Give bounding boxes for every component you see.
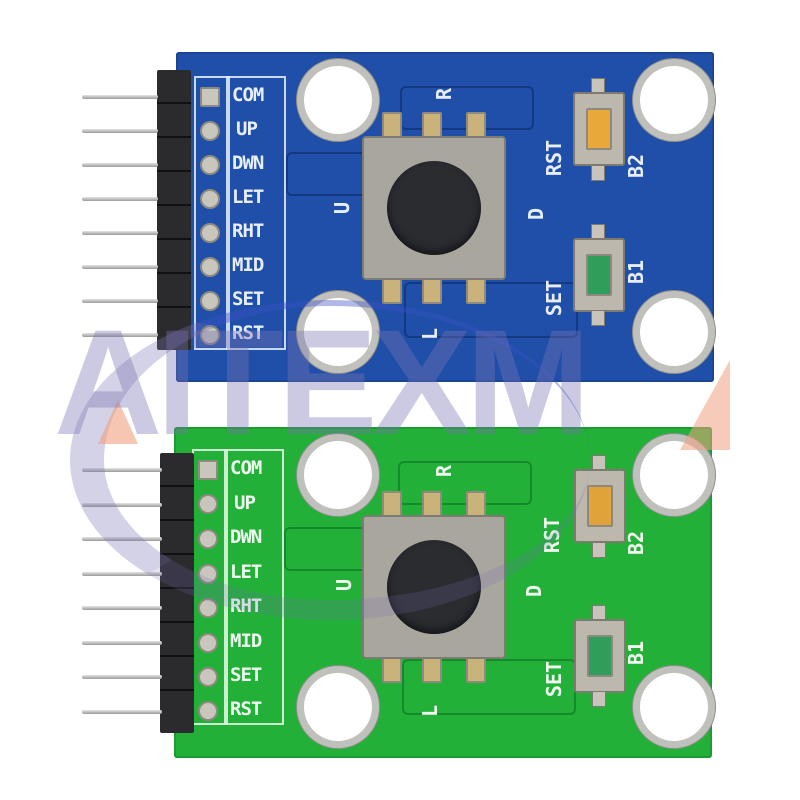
pin-pad-dwn (200, 155, 220, 175)
pin-label: COM (232, 84, 264, 106)
header-pin (82, 231, 158, 235)
mounting-hole (640, 673, 708, 741)
b1-label: B1 (624, 640, 649, 666)
mounting-hole (640, 298, 708, 366)
set-label: SET (542, 660, 567, 698)
pin-label: RST (230, 698, 262, 720)
pin-pad-set (200, 291, 220, 311)
pin-pad-rst (198, 701, 218, 721)
set-button[interactable] (574, 619, 626, 693)
rst-label: RST (542, 139, 567, 177)
joystick-knob[interactable] (387, 161, 481, 255)
rst-button[interactable] (573, 92, 625, 166)
direction-label-down: D (524, 207, 549, 221)
header-pin (82, 675, 162, 679)
header-pin (82, 572, 162, 576)
header-pin (82, 333, 158, 337)
direction-label-right: R (432, 87, 457, 101)
header-pin (82, 95, 158, 99)
watermark-text: AITEXM (54, 298, 591, 466)
pin-pad-mid (200, 257, 220, 277)
header-pin (82, 299, 158, 303)
b2-label: B2 (624, 530, 649, 556)
mounting-hole (304, 673, 372, 741)
header-pin (82, 197, 158, 201)
pin-pad-let (200, 189, 220, 209)
pin-pad-mid (198, 633, 218, 653)
five-way-navigation-switch[interactable] (362, 136, 506, 280)
mounting-hole (640, 441, 708, 509)
rst-button-cap[interactable] (586, 108, 612, 150)
set-button[interactable] (573, 238, 625, 312)
pin-label: RHT (232, 220, 264, 242)
button-pin (591, 310, 605, 326)
pin-pad-com (200, 87, 220, 107)
button-pin (591, 165, 605, 181)
header-pin (82, 641, 162, 645)
direction-label-left: L (418, 704, 443, 718)
button-pin (592, 691, 606, 707)
header-pin (82, 265, 158, 269)
button-pin (592, 542, 606, 558)
pin-label: UP (236, 118, 258, 140)
pin-label: MID (230, 630, 262, 652)
pin-label: MID (232, 254, 264, 276)
set-button-cap[interactable] (587, 635, 613, 677)
pin-label: DWN (232, 152, 264, 174)
pin-pad-set (198, 667, 218, 687)
pin-label: SET (232, 288, 264, 310)
mounting-hole (304, 66, 372, 134)
watermark-accent-triangle-icon (680, 360, 730, 450)
direction-label-down: D (522, 584, 547, 598)
direction-label-up: U (330, 201, 355, 215)
header-pin (82, 163, 158, 167)
pin-header-blue (157, 70, 191, 350)
header-pin (82, 606, 162, 610)
b2-label: B2 (624, 153, 649, 179)
pin-label: LET (232, 186, 264, 208)
mounting-hole (640, 66, 708, 134)
header-pin (82, 129, 158, 133)
set-button-cap[interactable] (586, 254, 612, 296)
pin-label: SET (230, 664, 262, 686)
b1-label: B1 (624, 259, 649, 285)
header-pin (82, 710, 162, 714)
pin-pad-up (200, 121, 220, 141)
rst-button-cap[interactable] (587, 485, 613, 527)
pin-pad-rht (200, 223, 220, 243)
watermark-accent-triangle-icon (98, 400, 138, 444)
